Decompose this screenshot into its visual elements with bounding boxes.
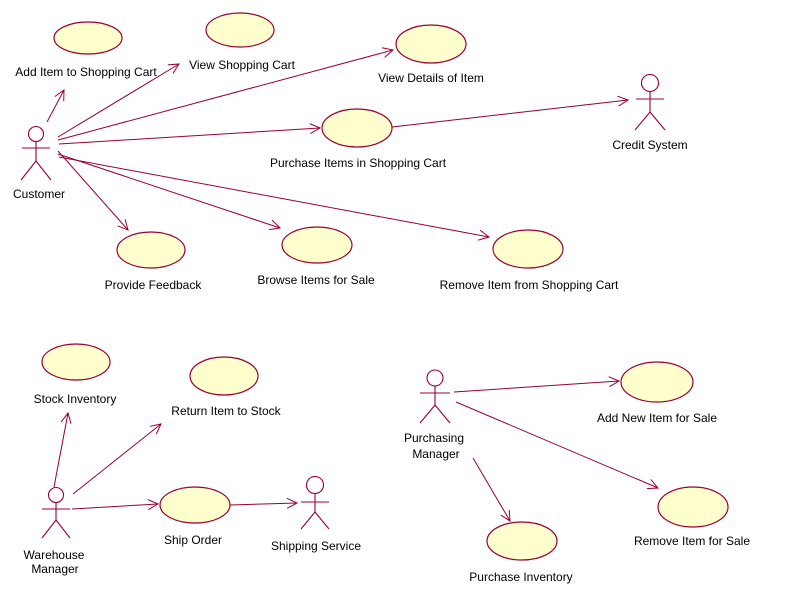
actor-credit-system: Credit System — [612, 73, 688, 152]
usecase-browse-items-for-sale: Browse Items for Sale — [257, 226, 375, 287]
actor-leg-right — [35, 160, 52, 181]
usecase-ellipse — [492, 229, 564, 269]
actor-label: Credit System — [612, 138, 687, 152]
association-customer-remove-item-from-shopping-cart — [58, 156, 491, 241]
association-warehouse-manager-return-item-to-stock — [72, 423, 162, 495]
usecase-ellipse — [395, 24, 467, 64]
actor-leg-right — [649, 111, 666, 131]
association-purchasing-manager-remove-item-for-sale — [455, 401, 660, 490]
usecase-ellipse — [321, 108, 393, 148]
actor-purchasing-manager: Purchasing Manager — [404, 369, 464, 461]
usecase-remove-item-for-sale: Remove Item for Sale — [634, 486, 750, 548]
association-customer-purchase-items-in-shopping-cart — [58, 123, 322, 145]
actor-leg-left — [20, 160, 37, 181]
usecase-ellipse — [657, 486, 729, 528]
actor-leg-left — [634, 111, 651, 131]
usecase-label: View Shopping Cart — [189, 58, 296, 72]
usecase-ship-order: Ship Order — [159, 486, 231, 547]
usecase-ellipse — [53, 21, 123, 55]
usecase-label: Provide Feedback — [105, 278, 203, 292]
actor-label: Shipping Service — [271, 539, 361, 553]
usecase-label: Purchase Inventory — [469, 570, 572, 584]
association-customer-add-item-to-shopping-cart — [46, 89, 65, 123]
usecase-view-shopping-cart: View Shopping Cart — [189, 12, 296, 72]
usecase-ellipse — [205, 12, 275, 48]
association-purchase-items-credit-system — [391, 95, 630, 128]
actor-head — [640, 73, 660, 93]
actor-warehouse-manager: Warehouse Manager — [24, 486, 85, 576]
actor-label-line2: Manager — [31, 562, 78, 576]
actor-leg-left — [41, 519, 57, 539]
actor-label-line1: Purchasing — [404, 431, 464, 445]
usecase-stock-inventory: Stock Inventory — [34, 343, 117, 406]
usecase-label: Remove Item for Sale — [634, 534, 750, 548]
usecase-add-new-item-for-sale: Add New Item for Sale — [597, 361, 717, 425]
usecase-label: Remove Item from Shopping Cart — [440, 278, 619, 292]
association-customer-view-details-of-item — [57, 47, 395, 141]
actor-leg-right — [55, 519, 71, 539]
usecase-add-item-to-shopping-cart: Add Item to Shopping Cart — [15, 21, 157, 79]
actor-head — [426, 369, 444, 387]
usecase-purchase-items-in-shopping-cart: Purchase Items in Shopping Cart — [270, 108, 447, 170]
associations — [46, 47, 660, 522]
actor-head — [27, 125, 45, 143]
actor-label-line2: Manager — [412, 447, 459, 461]
usecase-remove-item-from-shopping-cart: Remove Item from Shopping Cart — [440, 229, 619, 292]
association-warehouse-manager-stock-inventory — [53, 411, 72, 488]
actor-head — [47, 486, 65, 504]
usecase-ellipse — [281, 226, 353, 264]
usecase-ellipse — [116, 231, 186, 269]
usecase-label: Add New Item for Sale — [597, 411, 717, 425]
usecase-label: Browse Items for Sale — [257, 273, 375, 287]
usecase-label: View Details of Item — [378, 71, 484, 85]
usecase-label: Purchase Items in Shopping Cart — [270, 156, 447, 170]
association-warehouse-manager-ship-order — [71, 499, 160, 511]
actor-head — [305, 475, 325, 495]
actor-label: Customer — [13, 187, 65, 201]
usecase-label: Return Item to Stock — [171, 404, 281, 418]
usecase-ellipse — [486, 521, 558, 561]
association-customer-provide-feedback — [57, 150, 129, 231]
actor-leg-left — [300, 511, 316, 530]
association-ship-order-shipping-service — [229, 497, 299, 509]
usecase-ellipse — [159, 486, 231, 524]
actor-label-line1: Warehouse — [24, 548, 85, 562]
usecase-label: Stock Inventory — [34, 392, 117, 406]
usecase-ellipse — [620, 361, 694, 403]
usecase-label: Ship Order — [164, 533, 222, 547]
usecase-purchase-inventory: Purchase Inventory — [469, 521, 573, 584]
usecase-ellipse — [41, 343, 111, 381]
association-customer-browse-items-for-sale — [57, 153, 282, 231]
actor-customer: Customer — [13, 125, 65, 201]
usecase-return-item-to-stock: Return Item to Stock — [171, 356, 282, 418]
usecase-ellipse — [189, 356, 259, 396]
actor-leg-right — [314, 511, 330, 530]
association-purchasing-manager-add-new-item-for-sale — [453, 376, 621, 393]
usecase-view-details-of-item: View Details of Item — [378, 24, 484, 85]
actor-leg-left — [419, 404, 436, 424]
actor-leg-right — [434, 404, 451, 424]
usecase-provide-feedback: Provide Feedback — [105, 231, 203, 292]
association-purchasing-manager-purchase-inventory — [472, 457, 511, 522]
association-customer-view-shopping-cart — [57, 63, 180, 138]
actor-shipping-service: Shipping Service — [271, 475, 361, 553]
usecase-label: Add Item to Shopping Cart — [15, 65, 157, 79]
